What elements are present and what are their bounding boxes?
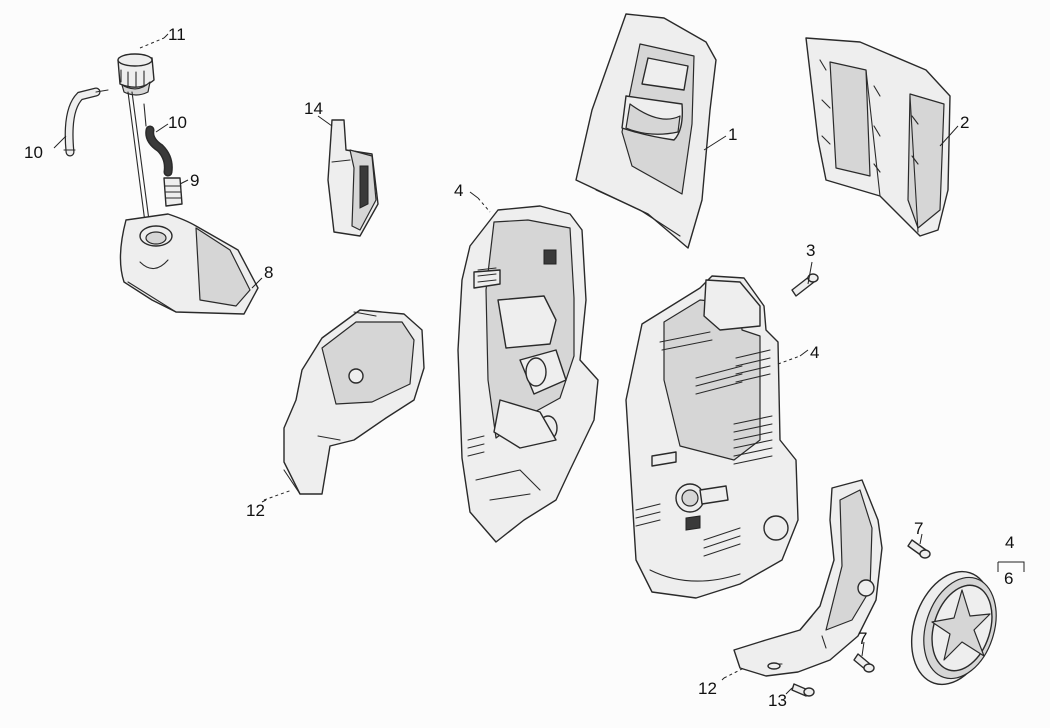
callout-11: 11 [168,25,186,44]
screw-lower-part [853,653,875,673]
callout-10-right: 10 [168,113,187,132]
callout-9: 9 [190,171,199,190]
callout-7-upper: 7 [914,519,923,538]
housing-left-half-part [457,205,599,543]
callout-4-wheel: 4 [1005,533,1014,552]
screw-part [791,273,819,297]
callout-6: 6 [1004,569,1013,588]
callout-14: 14 [304,99,323,118]
callout-12-left: 12 [246,501,265,520]
callout-13: 13 [768,691,787,710]
screw-upper-part [907,539,931,559]
hose-middle-part [143,103,173,177]
back-cover-part [805,37,951,237]
callout-12-right: 12 [698,679,717,698]
screw-13-part [791,683,815,697]
tank-cap-part [117,53,155,96]
wheel-bracket-part [733,479,883,677]
callout-4-right: 4 [810,343,819,362]
callout-10-left: 10 [24,143,43,162]
wheel-part [910,570,997,686]
cable-hook-part [283,309,425,495]
callout-1: 1 [728,125,737,144]
holder-clip-part [327,119,379,237]
callout-3: 3 [806,241,815,260]
connector-part [163,177,183,207]
detergent-tank-part [119,213,259,315]
callout-2: 2 [960,113,969,132]
handle-part [575,13,717,249]
callout-7-lower: 7 [858,629,867,648]
hose-left-part [63,87,109,157]
callout-labels: 11 10 10 9 8 14 1 2 3 4 4 4 6 7 7 12 12 … [24,25,1014,710]
leader-lines [53,33,1025,695]
housing-main-part [625,275,799,599]
callout-8: 8 [264,263,273,282]
callout-4-left: 4 [454,181,463,200]
